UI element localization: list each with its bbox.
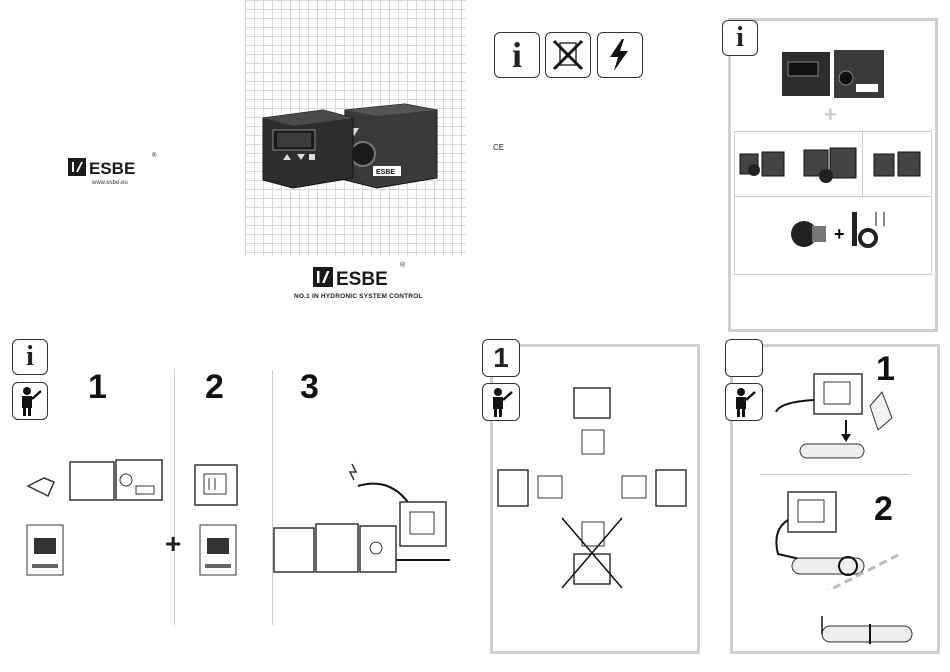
ce-mark: CE	[493, 143, 504, 152]
step-number-2: 2	[205, 368, 224, 407]
electric-shock-icon	[597, 32, 643, 78]
worker-with-tool-icon	[15, 385, 45, 417]
svg-text:+: +	[834, 224, 845, 244]
info-icon: i	[494, 32, 540, 78]
manual-booklet-step2	[199, 524, 239, 578]
step-number-1: 1	[88, 368, 107, 407]
sensor-divider	[760, 474, 910, 475]
brand-url: www.esbe.eu	[92, 180, 128, 186]
installer-icon-sensor	[725, 383, 763, 421]
esbe-logo-mark-large: ESBE	[313, 265, 413, 289]
no-hand-touch-icon	[545, 32, 591, 78]
actuator-with-bracket-illustration	[24, 456, 164, 506]
installed-valve-controller-illustration	[272, 456, 452, 586]
sensor-attach-step1-illustration	[770, 372, 910, 462]
plus-sign-step2: +	[165, 528, 181, 560]
pipe-with-sensor-illustration	[818, 614, 918, 650]
step-number-3: 3	[300, 368, 319, 407]
mounting-orientations-diagram	[492, 382, 692, 602]
valve-variants-illustration	[734, 136, 930, 196]
svg-text:ESBE: ESBE	[336, 269, 388, 289]
brand-name: ESBE	[89, 159, 135, 178]
info-icon-steps: i	[12, 339, 48, 375]
step-divider-1	[174, 370, 175, 625]
sensor-attach-step2-illustration	[770, 490, 910, 590]
blank-badge	[725, 339, 763, 377]
installer-icon-steps	[12, 382, 48, 420]
brand-tagline: NO.1 IN HYDRONIC SYSTEM CONTROL	[294, 293, 423, 300]
manual-booklet-illustration	[26, 524, 66, 578]
controller-unit-step2	[194, 464, 240, 508]
info-icon-contents: i	[722, 20, 758, 56]
controller-unit-illustration	[780, 48, 890, 104]
worker-with-tool-icon	[729, 386, 759, 418]
brand-logo-large: ESBE	[313, 265, 413, 289]
valve-options-hdivider	[734, 196, 930, 197]
step-one-badge: 1	[482, 339, 520, 377]
brand-logo-small: ESBE	[68, 156, 160, 178]
brand-registered-large: ®	[400, 262, 405, 269]
esbe-logo-mark: ESBE	[68, 156, 160, 178]
lightning-bolt-icon	[600, 35, 640, 75]
hand-crossed-icon	[548, 35, 588, 75]
product-hero-image: ESBE	[245, 0, 466, 256]
valve-accessories-illustration: +	[790, 204, 900, 254]
plus-sign-contents-top: +	[824, 102, 837, 128]
brand-registered-small: ®	[152, 153, 156, 159]
svg-text:ESBE: ESBE	[376, 169, 395, 176]
controller-actuator-illustration: ESBE	[245, 0, 466, 256]
